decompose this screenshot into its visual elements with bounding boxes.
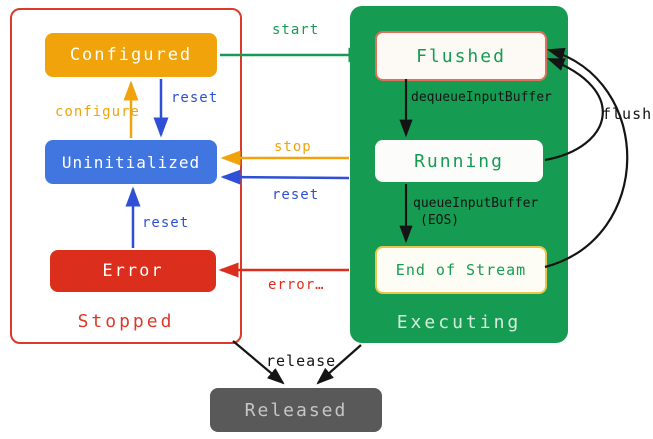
transition-label-release: release — [266, 352, 337, 370]
state-configured: Configured — [45, 33, 217, 77]
transition-label-reset-configured: reset — [171, 90, 219, 106]
transition-label-start: start — [272, 22, 320, 38]
queue-input-buffer-text: queueInputBuffer — [413, 196, 539, 211]
transition-label-reset-error: reset — [142, 215, 190, 231]
state-running: Running — [375, 140, 543, 182]
transition-label-error: error… — [268, 277, 325, 293]
transition-label-queue-input-buffer: queueInputBuffer (EOS) — [413, 195, 538, 229]
transition-label-reset-executing: reset — [272, 187, 320, 203]
transition-label-stop: stop — [274, 139, 312, 155]
queue-input-buffer-eos-text: (EOS) — [420, 213, 460, 228]
executing-group-label: Executing — [396, 312, 522, 333]
state-error: Error — [50, 250, 216, 292]
transition-label-flush: flush — [602, 105, 653, 123]
state-released: Released — [210, 388, 382, 432]
state-flushed: Flushed — [375, 31, 547, 81]
stopped-group-label: Stopped — [77, 311, 175, 332]
state-end-of-stream: End of Stream — [375, 246, 547, 294]
transition-label-dequeue-input-buffer: dequeueInputBuffer — [411, 90, 552, 105]
transition-label-configure: configure — [55, 104, 140, 120]
state-uninitialized: Uninitialized — [45, 140, 217, 184]
